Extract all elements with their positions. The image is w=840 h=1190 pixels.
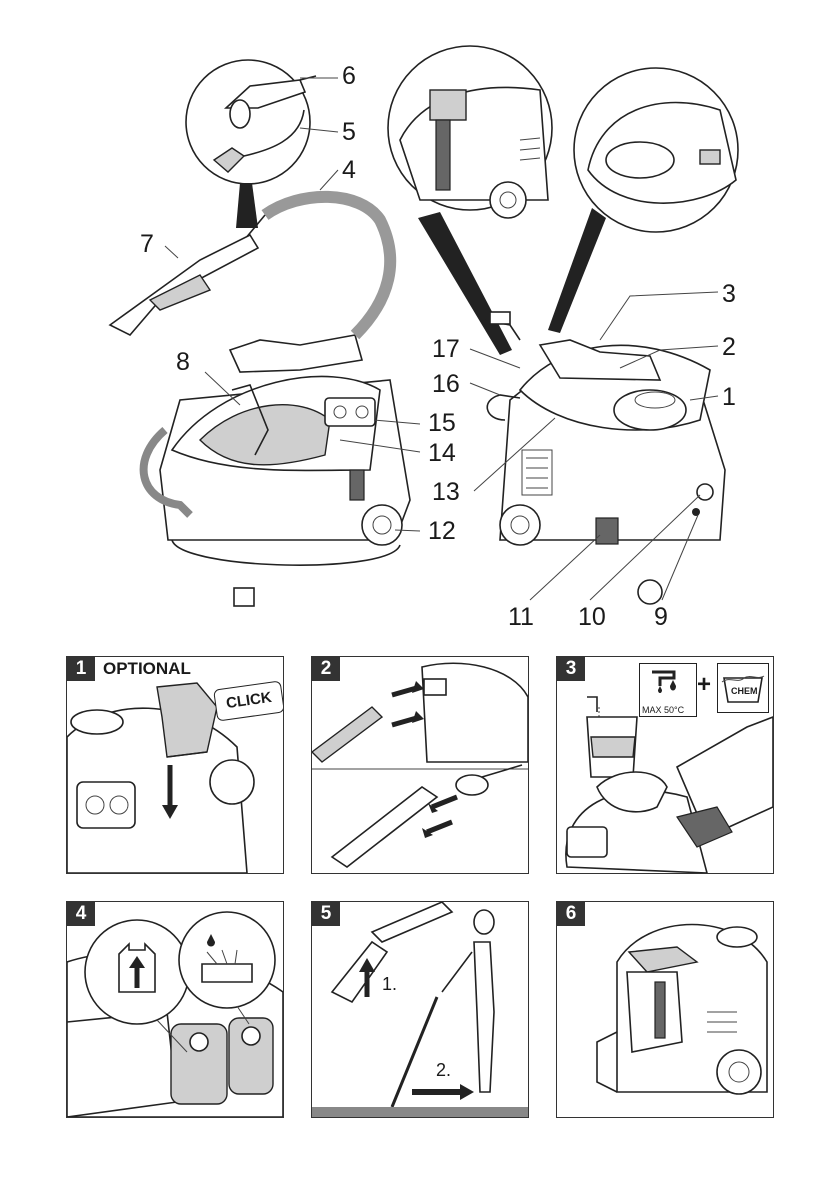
callout-17: 17 bbox=[432, 337, 460, 362]
overview-drawing bbox=[0, 0, 840, 640]
overview-illustration: 6 5 4 7 8 15 14 12 3 2 1 17 16 13 11 10 … bbox=[0, 0, 840, 640]
callout-16: 16 bbox=[432, 372, 460, 397]
callout-2: 2 bbox=[722, 335, 736, 360]
step-number: 5 bbox=[312, 902, 340, 926]
callout-6: 6 bbox=[342, 64, 356, 89]
step-5-label-1: 1. bbox=[382, 974, 397, 995]
callout-11: 11 bbox=[508, 605, 534, 630]
callout-10: 10 bbox=[578, 605, 606, 630]
callout-3: 3 bbox=[722, 282, 736, 307]
callout-5: 5 bbox=[342, 120, 356, 145]
water-temp-label: MAX 50°C bbox=[642, 705, 684, 715]
tap-icon bbox=[587, 697, 597, 712]
step-panel-1: 1 OPTIONAL CLICK bbox=[66, 656, 284, 874]
step-number: 3 bbox=[557, 657, 585, 681]
step-panel-3: 3 MAX 50°C + CHEM bbox=[556, 656, 774, 874]
callout-8: 8 bbox=[176, 350, 190, 375]
plus-sign: + bbox=[697, 671, 711, 699]
hot-water-box: MAX 50°C bbox=[639, 663, 697, 717]
detail-circle-lid bbox=[548, 68, 738, 333]
step-number: 2 bbox=[312, 657, 340, 681]
chemical-box: CHEM bbox=[717, 663, 769, 713]
step-5-label-2: 2. bbox=[436, 1060, 451, 1081]
step-panel-6: 6 bbox=[556, 901, 774, 1118]
step-number: 1 bbox=[67, 657, 95, 681]
step-panel-4: 4 bbox=[66, 901, 284, 1118]
detail-circle-storage bbox=[388, 46, 552, 355]
callout-12: 12 bbox=[428, 519, 456, 544]
step-4-drawing bbox=[67, 902, 283, 1117]
step-6-drawing bbox=[557, 902, 773, 1117]
callout-13: 13 bbox=[432, 480, 460, 505]
step-5-drawing bbox=[312, 902, 528, 1117]
step-number: 6 bbox=[557, 902, 585, 926]
callout-15: 15 bbox=[428, 411, 456, 436]
chem-label: CHEM bbox=[731, 686, 758, 696]
step-panel-2: 2 bbox=[311, 656, 529, 874]
step-2-drawing bbox=[312, 657, 528, 873]
callout-4: 4 bbox=[342, 158, 356, 183]
callout-1: 1 bbox=[722, 385, 736, 410]
machine-front-view bbox=[110, 197, 410, 606]
step-title: OPTIONAL bbox=[103, 659, 191, 679]
callout-9: 9 bbox=[654, 605, 668, 630]
step-panel-5: 5 1. 2. bbox=[311, 901, 529, 1118]
callout-7: 7 bbox=[140, 232, 154, 257]
callout-14: 14 bbox=[428, 441, 456, 466]
detergent-tap-icon bbox=[640, 664, 696, 700]
machine-rear-view bbox=[485, 312, 725, 604]
step-number: 4 bbox=[67, 902, 95, 926]
